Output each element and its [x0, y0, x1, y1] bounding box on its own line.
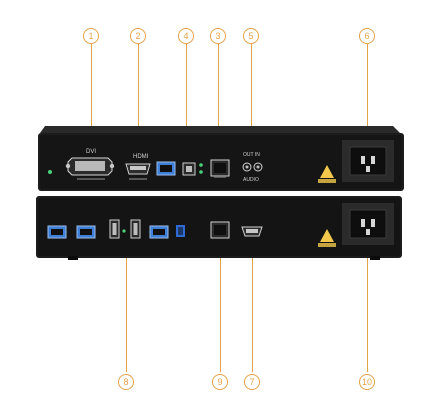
lower-unit	[36, 196, 402, 260]
callout-9: 9	[212, 374, 228, 390]
power-inlet-icon	[342, 140, 394, 182]
sfp-port-icon	[149, 225, 169, 239]
hdmi-port-icon	[125, 163, 151, 175]
warning-label-icon	[318, 229, 336, 247]
sfp-port-icon	[47, 225, 67, 239]
hdmi-label: HDMI	[133, 154, 149, 160]
sfp-port-icon	[76, 225, 96, 239]
leader-line-2	[138, 44, 139, 154]
callout-10: 10	[359, 374, 375, 390]
callout-3: 3	[210, 28, 226, 44]
leader-line-8	[126, 246, 127, 372]
callout-4: 4	[178, 28, 194, 44]
rj45-port-icon	[210, 221, 230, 239]
hdmi-port-icon	[241, 226, 263, 237]
leader-line-4	[186, 44, 187, 152]
leader-line-1	[91, 44, 92, 154]
usb-a-port-icon	[109, 219, 120, 239]
leader-line-9	[220, 246, 221, 372]
warning-label-icon	[318, 165, 336, 183]
rubber-foot	[370, 256, 380, 260]
rj45-port-icon	[210, 159, 230, 178]
leader-line-6	[367, 44, 368, 136]
dvi-port-icon	[65, 157, 115, 176]
lower-led-1	[122, 229, 126, 233]
usb-a-port-icon	[130, 219, 141, 239]
callout-2: 2	[130, 28, 146, 44]
upper-led-3	[199, 170, 203, 174]
audio-label: AUDIO	[243, 177, 259, 183]
callout-1: 1	[83, 28, 99, 44]
usb-b-port-icon	[182, 162, 196, 176]
sfp-port-icon	[156, 161, 176, 176]
callout-8: 8	[118, 374, 134, 390]
dvi-label: DVI	[86, 149, 96, 155]
upper-led-2	[199, 163, 203, 167]
audio-jack-icon	[242, 162, 263, 172]
leader-line-7	[252, 246, 253, 372]
upper-led-1	[48, 170, 52, 174]
power-inlet-icon	[342, 203, 394, 245]
callout-6: 6	[359, 28, 375, 44]
leader-line-3	[218, 44, 219, 150]
dip-switch-icon	[176, 225, 185, 237]
audio-out-in-label: OUT IN	[243, 152, 260, 158]
leader-line-5	[251, 44, 252, 150]
upper-unit: DVI HDMI	[38, 126, 404, 191]
callout-5: 5	[243, 28, 259, 44]
rubber-foot	[68, 256, 78, 260]
callout-7: 7	[244, 374, 260, 390]
leader-line-10	[367, 256, 368, 372]
